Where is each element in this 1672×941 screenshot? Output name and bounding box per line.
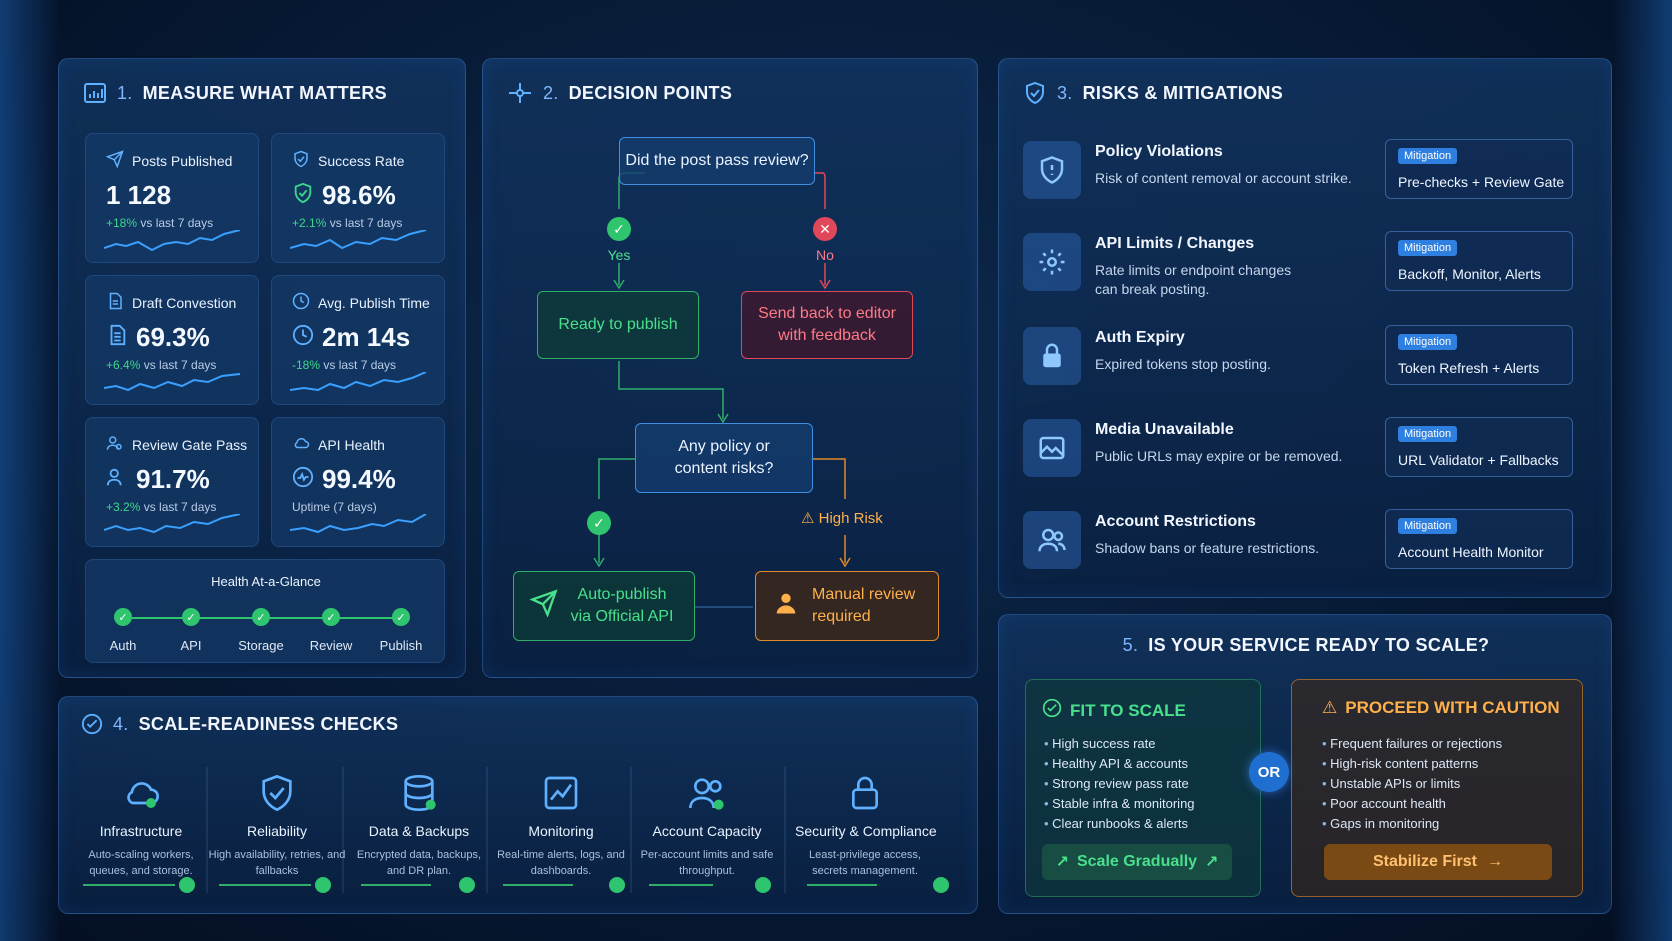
shield-check-icon bbox=[292, 180, 314, 211]
proceed-with-caution-card: ⚠PROCEED WITH CAUTION Frequent failures … bbox=[1291, 679, 1583, 897]
shield-check-icon bbox=[292, 150, 310, 171]
lock-icon bbox=[843, 771, 887, 815]
arrow-right-icon: → bbox=[1487, 853, 1504, 870]
measure-panel: 1.MEASURE WHAT MATTERS Posts Published 1… bbox=[58, 58, 466, 678]
scale-checks-panel: 4.SCALE-READINESS CHECKS Infrastructure … bbox=[58, 696, 978, 914]
document-icon bbox=[106, 322, 128, 353]
metric-card-draft-conversion[interactable]: Draft Convestion 69.3% +6.4% vs last 7 d… bbox=[85, 275, 259, 405]
stabilize-first-button[interactable]: Stabilize First→ bbox=[1324, 844, 1552, 880]
ready-to-scale-panel: 5.IS YOUR SERVICE READY TO SCALE? FIT TO… bbox=[998, 614, 1612, 914]
ready-to-publish[interactable]: Ready to publish bbox=[537, 291, 699, 359]
health-check-storage: ✓ bbox=[252, 608, 270, 626]
users-icon bbox=[685, 771, 729, 815]
yes-label: Yes bbox=[607, 247, 631, 263]
cloud-icon bbox=[119, 771, 163, 815]
shield-check-icon bbox=[255, 771, 299, 815]
check-circle-icon bbox=[81, 713, 103, 735]
warning-icon: ⚠ bbox=[801, 510, 819, 527]
image-icon bbox=[1023, 419, 1081, 477]
shield-icon bbox=[1023, 81, 1047, 105]
sparkline bbox=[290, 514, 427, 534]
risk-api-limits[interactable]: API Limits / Changes Rate limits or endp… bbox=[1023, 231, 1573, 297]
no-label: No bbox=[816, 247, 834, 263]
shield-alert-icon bbox=[1023, 141, 1081, 199]
send-icon bbox=[105, 150, 124, 171]
low-risk-check-icon: ✓ bbox=[587, 511, 611, 535]
clock-icon bbox=[292, 322, 314, 353]
document-icon bbox=[106, 292, 124, 313]
send-back-to-editor[interactable]: Send back to editor with feedback bbox=[741, 291, 913, 359]
review-question: Did the post pass review? bbox=[619, 137, 815, 185]
risk-question: Any policy or content risks? bbox=[635, 423, 813, 493]
measure-panel-title: 1.MEASURE WHAT MATTERS bbox=[83, 81, 387, 105]
no-x-icon: ✕ bbox=[813, 217, 837, 241]
trend-up-icon: ↗ bbox=[1205, 854, 1219, 871]
sparkline bbox=[104, 373, 241, 392]
manual-review-button[interactable]: Manual review required bbox=[755, 571, 939, 641]
clock-icon bbox=[292, 292, 310, 313]
heartbeat-icon bbox=[292, 464, 314, 495]
sparkline bbox=[290, 372, 427, 392]
check-reliability[interactable]: Reliability High availability, retries, … bbox=[207, 771, 347, 879]
person-icon bbox=[772, 589, 800, 624]
metric-card-review-gate-pass[interactable]: Review Gate Pass 91.7% +3.2% vs last 7 d… bbox=[85, 417, 259, 547]
check-infrastructure[interactable]: Infrastructure Auto-scaling workers, que… bbox=[71, 771, 211, 879]
yes-check-icon: ✓ bbox=[607, 217, 631, 241]
send-icon bbox=[529, 588, 558, 624]
users-icon bbox=[106, 434, 124, 455]
users-icon bbox=[106, 464, 128, 495]
health-at-a-glance: Health At-a-Glance ✓ ✓ ✓ ✓ ✓ Auth API St… bbox=[85, 559, 445, 663]
check-circle-icon bbox=[1042, 698, 1062, 723]
metric-card-api-health[interactable]: API Health 99.4% Uptime (7 days) bbox=[271, 417, 445, 547]
check-data-backups[interactable]: Data & Backups Encrypted data, backups, … bbox=[349, 771, 489, 879]
health-check-publish: ✓ bbox=[392, 608, 410, 626]
check-monitoring[interactable]: Monitoring Real-time alerts, logs, and d… bbox=[491, 771, 631, 879]
risks-panel: 3.RISKS & MITIGATIONS Policy Violations … bbox=[998, 58, 1612, 598]
scale-gradually-button[interactable]: ↗Scale Gradually↗ bbox=[1042, 844, 1232, 880]
users-icon bbox=[1023, 511, 1081, 569]
api-gear-icon bbox=[1023, 233, 1081, 291]
health-check-review: ✓ bbox=[322, 608, 340, 626]
health-check-auth: ✓ bbox=[114, 608, 132, 626]
sparkline bbox=[104, 230, 241, 252]
check-account-capacity[interactable]: Account Capacity Per-account limits and … bbox=[637, 771, 777, 879]
risk-auth-expiry[interactable]: Auth Expiry Expired tokens stop posting.… bbox=[1023, 325, 1573, 389]
lock-icon bbox=[1023, 327, 1081, 385]
check-security-compliance[interactable]: Security & Compliance Least-privilege ac… bbox=[795, 771, 937, 879]
metric-card-success-rate[interactable]: Success Rate 98.6% +2.1% vs last 7 days bbox=[271, 133, 445, 263]
chart-line-icon bbox=[539, 771, 583, 815]
risks-panel-title: 3.RISKS & MITIGATIONS bbox=[1023, 81, 1283, 105]
cloud-icon bbox=[292, 434, 310, 455]
risk-media-unavailable[interactable]: Media Unavailable Public URLs may expire… bbox=[1023, 417, 1573, 481]
auto-publish-button[interactable]: Auto-publish via Official API bbox=[513, 571, 695, 641]
fit-list: High success rate Healthy API & accounts… bbox=[1044, 734, 1194, 834]
sparkline bbox=[290, 230, 427, 250]
sparkline bbox=[104, 514, 241, 534]
flow-icon bbox=[507, 81, 533, 105]
warning-icon: ⚠ bbox=[1322, 698, 1338, 717]
decision-panel: 2.DECISION POINTS Did the post pass revi… bbox=[482, 58, 978, 678]
risk-account-restrictions[interactable]: Account Restrictions Shadow bans or feat… bbox=[1023, 509, 1573, 573]
risk-policy-violations[interactable]: Policy Violations Risk of content remova… bbox=[1023, 139, 1573, 203]
metric-card-avg-publish-time[interactable]: Avg. Publish Time 2m 14s -18% vs last 7 … bbox=[271, 275, 445, 405]
decision-panel-title: 2.DECISION POINTS bbox=[507, 81, 732, 105]
health-check-api: ✓ bbox=[182, 608, 200, 626]
or-badge: OR bbox=[1249, 752, 1289, 792]
right-glow bbox=[1612, 0, 1672, 941]
ready-to-scale-title: 5.IS YOUR SERVICE READY TO SCALE? bbox=[1122, 635, 1490, 655]
fit-to-scale-card: FIT TO SCALE High success rate Healthy A… bbox=[1025, 679, 1261, 897]
bar-chart-icon bbox=[83, 81, 107, 105]
left-glow bbox=[0, 0, 60, 941]
caution-list: Frequent failures or rejections High-ris… bbox=[1322, 734, 1502, 834]
database-icon bbox=[397, 771, 441, 815]
metric-card-posts-published[interactable]: Posts Published 1 128 +18% vs last 7 day… bbox=[85, 133, 259, 263]
trend-up-icon: ↗ bbox=[1055, 854, 1069, 871]
high-risk-label: ⚠ High Risk bbox=[801, 510, 883, 527]
scale-checks-title: 4.SCALE-READINESS CHECKS bbox=[81, 713, 398, 735]
